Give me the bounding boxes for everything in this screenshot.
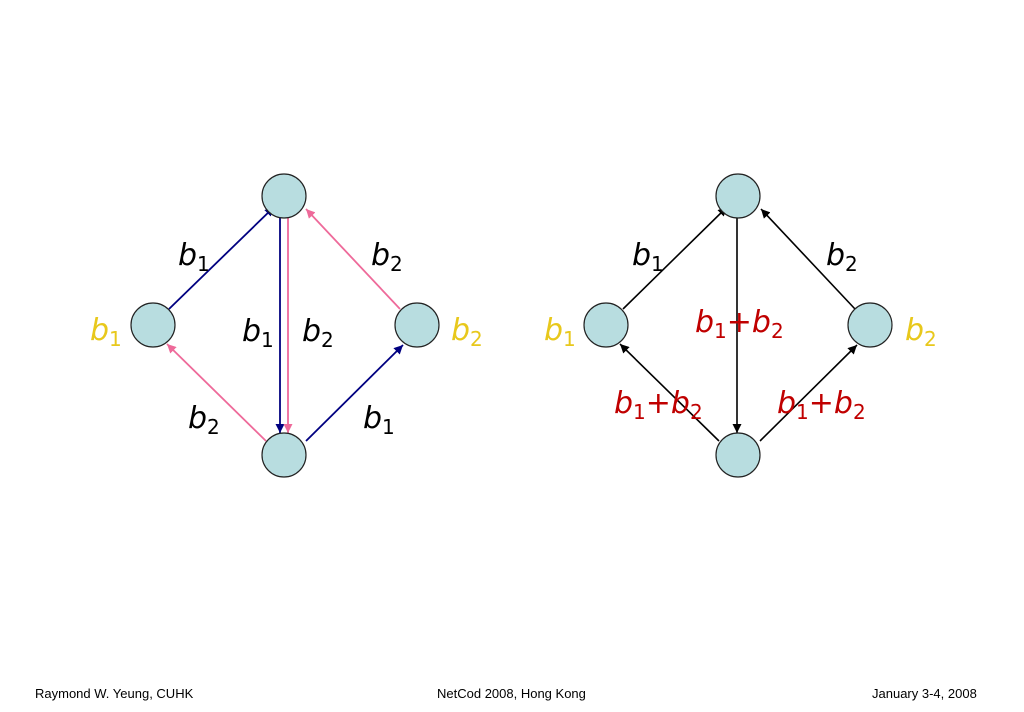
footer-event: NetCod 2008, Hong Kong [437, 686, 586, 701]
routing-diagram: b1 b2 b1 b2 b2 b1 b1 b2 [90, 173, 483, 478]
label-edge-b2-lower: b2 [188, 401, 220, 439]
node-bottom [261, 432, 307, 478]
edge-left-to-top [622, 206, 728, 310]
node-top [261, 173, 307, 219]
node-right [394, 302, 440, 348]
edge-right-to-top [760, 208, 856, 310]
label-edge-b1-upper: b1 [632, 238, 664, 276]
footer-date: January 3-4, 2008 [872, 686, 977, 701]
label-edge-b2-middle: b2 [302, 314, 334, 352]
node-top [715, 173, 761, 219]
edge-bottom-to-left-b2 [166, 343, 267, 442]
label-coded-middle: b1+b2 [695, 305, 784, 343]
label-coded-lower-left: b1+b2 [614, 386, 703, 424]
label-source-b1: b1 [544, 313, 576, 351]
label-edge-b1-upper: b1 [178, 238, 210, 276]
edge-left-to-top-b1 [168, 206, 275, 310]
edge-bottom-to-left [619, 343, 720, 442]
label-source-b2: b2 [905, 313, 937, 351]
edge-bottom-to-right [759, 344, 858, 442]
label-edge-b2-upper: b2 [371, 238, 403, 276]
label-source-b1: b1 [90, 313, 122, 351]
node-right [847, 302, 893, 348]
edge-bottom-to-right-b1 [305, 344, 404, 442]
edge-right-to-top-b2 [305, 208, 401, 310]
node-left [583, 302, 629, 348]
label-coded-lower-right: b1+b2 [777, 386, 866, 424]
node-bottom [715, 432, 761, 478]
label-edge-b2-upper: b2 [826, 238, 858, 276]
label-edge-b1-middle: b1 [242, 314, 274, 352]
footer-author: Raymond W. Yeung, CUHK [35, 686, 194, 701]
label-edge-b1-lower: b1 [363, 401, 395, 439]
coding-diagram: b1 b2 b1 b2 b1+b2 b1+b2 b1+b2 [544, 173, 937, 478]
node-left [130, 302, 176, 348]
label-source-b2: b2 [451, 313, 483, 351]
